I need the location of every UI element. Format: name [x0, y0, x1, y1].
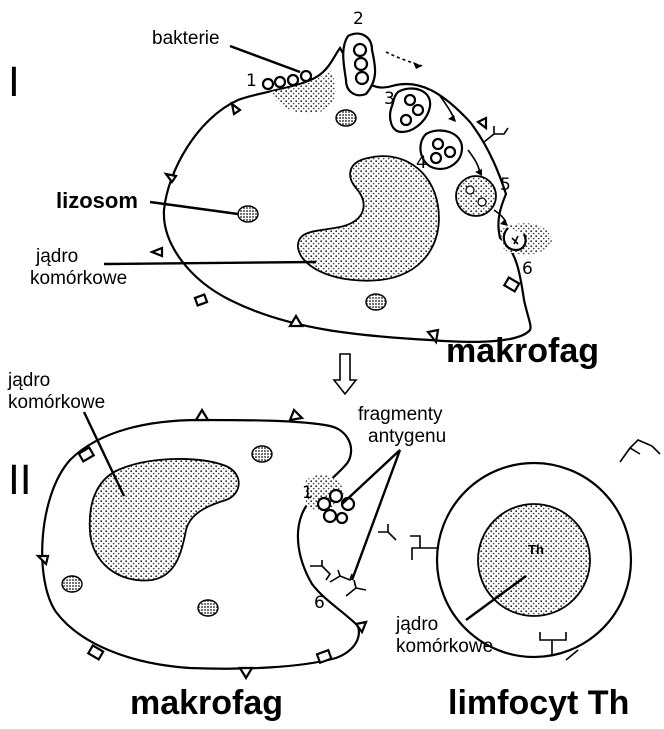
lysosome-icon: [238, 206, 258, 222]
lysosome-icon: [366, 294, 386, 310]
panel-2-numeral: II: [8, 458, 32, 504]
label-lymph-nucleus-line2: komórkowe: [396, 636, 493, 657]
phagosome-stage-5: [456, 176, 496, 216]
label-fragments-line1: fragmenty: [358, 404, 443, 425]
label-mac2-nucleus-line2: komórkowe: [8, 392, 105, 413]
label-nucleus-line2: komórkowe: [30, 268, 127, 289]
transition-arrow-icon: [334, 354, 356, 394]
label-fragments-line2: antygenu: [368, 426, 446, 447]
lysosome-icon: [336, 110, 356, 126]
step-number-1: 1: [246, 71, 257, 91]
label-mac2-nucleus-line1: jądro: [7, 370, 50, 391]
label-lizosom: lizosom: [56, 188, 138, 213]
label-bakterie: bakterie: [152, 28, 220, 49]
lysosome-icon: [252, 446, 272, 462]
step-number-5: 5: [500, 175, 511, 195]
label-nucleus-line1: jądro: [35, 246, 78, 267]
label-lymph-nucleus-line1: jądro: [395, 614, 438, 635]
lysosome-icon: [62, 576, 82, 592]
receptor-y-icon: [484, 126, 508, 142]
step-number-6: 6: [522, 259, 533, 279]
phagosome-stage-2: [343, 34, 375, 96]
lymphocyte-nucleus-label: Th: [528, 542, 544, 557]
label-limfocyt-th: limfocyt Th: [448, 684, 629, 722]
panel-1-numeral: I: [8, 60, 20, 106]
panel-2: II: [7, 370, 660, 722]
step-number-3: 3: [384, 89, 395, 109]
label-makrofag-1: makrofag: [446, 332, 599, 370]
lysosome-icon: [198, 600, 218, 616]
step-number-4: 4: [416, 153, 427, 173]
step-number-6-panel-2: 6: [314, 593, 325, 613]
leader-line-bacteria: [230, 46, 300, 72]
leader-line-fragments-b: [352, 450, 400, 580]
step-number-1-panel-2: 1: [302, 483, 313, 503]
panel-1: I: [8, 9, 599, 370]
step-number-2: 2: [353, 9, 364, 29]
label-makrofag-2: makrofag: [130, 684, 283, 722]
